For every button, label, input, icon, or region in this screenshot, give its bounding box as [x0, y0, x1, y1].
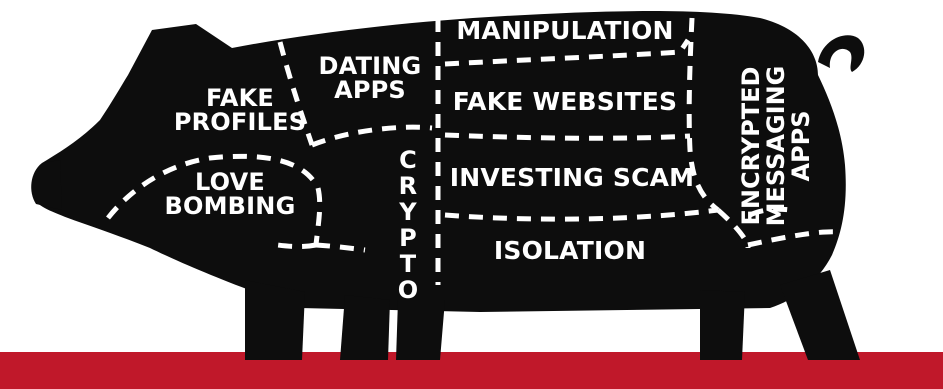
label-encrypted-line1: ENCRYPTED: [737, 66, 765, 226]
cut-lines: [106, 17, 841, 285]
label-crypto: C R Y P T O: [388, 146, 428, 304]
label-manipulation: MANIPULATION: [456, 16, 674, 45]
label-crypto-c: C: [399, 146, 417, 174]
label-encrypted-line3: APPS: [787, 110, 816, 182]
label-encrypted-messaging-apps: ENCRYPTED MESSAGING APPS: [737, 56, 817, 236]
label-crypto-y: Y: [399, 197, 417, 226]
label-encrypted-line2: MESSAGING: [762, 65, 791, 227]
label-fake-profiles-line1: FAKE: [205, 84, 274, 112]
label-love-bombing-line1: LOVE: [195, 168, 265, 196]
label-crypto-t: T: [399, 249, 417, 278]
label-fake-profiles-line2: PROFILES: [173, 108, 307, 136]
label-isolation: ISOLATION: [493, 236, 647, 265]
pig-silhouette: [31, 11, 865, 360]
label-love-bombing: LOVE BOMBING: [150, 170, 310, 218]
label-investing-scam: INVESTING SCAM: [449, 163, 695, 192]
label-fake-websites: FAKE WEBSITES: [452, 87, 678, 116]
label-dating-apps-line1: DATING: [318, 52, 422, 80]
label-fake-profiles: FAKE PROFILES: [160, 86, 320, 134]
label-love-bombing-line2: BOMBING: [164, 192, 296, 220]
label-crypto-o: O: [397, 275, 419, 304]
ground-strip: [0, 352, 943, 389]
label-crypto-r: R: [398, 171, 418, 200]
label-dating-apps: DATING APPS: [300, 54, 440, 102]
label-crypto-p: P: [399, 223, 417, 252]
label-dating-apps-line2: APPS: [334, 76, 406, 104]
